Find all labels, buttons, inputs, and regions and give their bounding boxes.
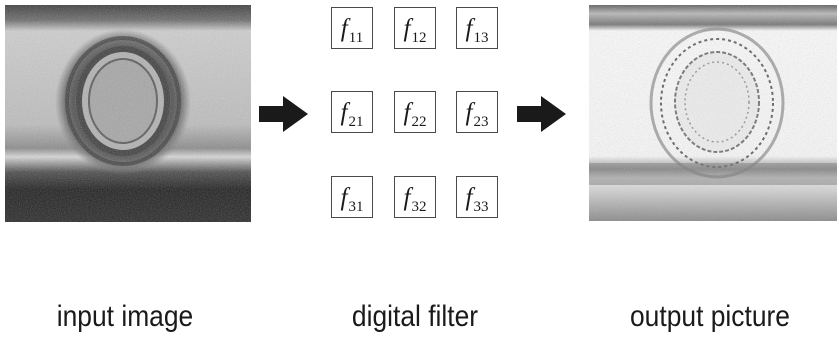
input-image — [5, 5, 251, 222]
output-picture — [589, 5, 837, 221]
filter-cell-f33: f33 — [456, 176, 498, 218]
filter-cell-f32: f32 — [394, 176, 436, 218]
filter-cell-f22: f22 — [394, 91, 436, 133]
filter-cell-f11: f11 — [331, 7, 373, 49]
arrow-right-icon — [517, 94, 567, 139]
filter-cell-f13: f13 — [456, 7, 498, 49]
arrow-right-icon — [259, 94, 309, 139]
filter-cell-f23: f23 — [456, 91, 498, 133]
filter-cell-f21: f21 — [331, 91, 373, 133]
caption-input-image: input image — [56, 300, 194, 333]
caption-digital-filter: digital filter — [351, 300, 479, 333]
filter-cell-f31: f31 — [331, 176, 373, 218]
filter-cell-f12: f12 — [394, 7, 436, 49]
caption-output-picture: output picture — [630, 300, 790, 333]
